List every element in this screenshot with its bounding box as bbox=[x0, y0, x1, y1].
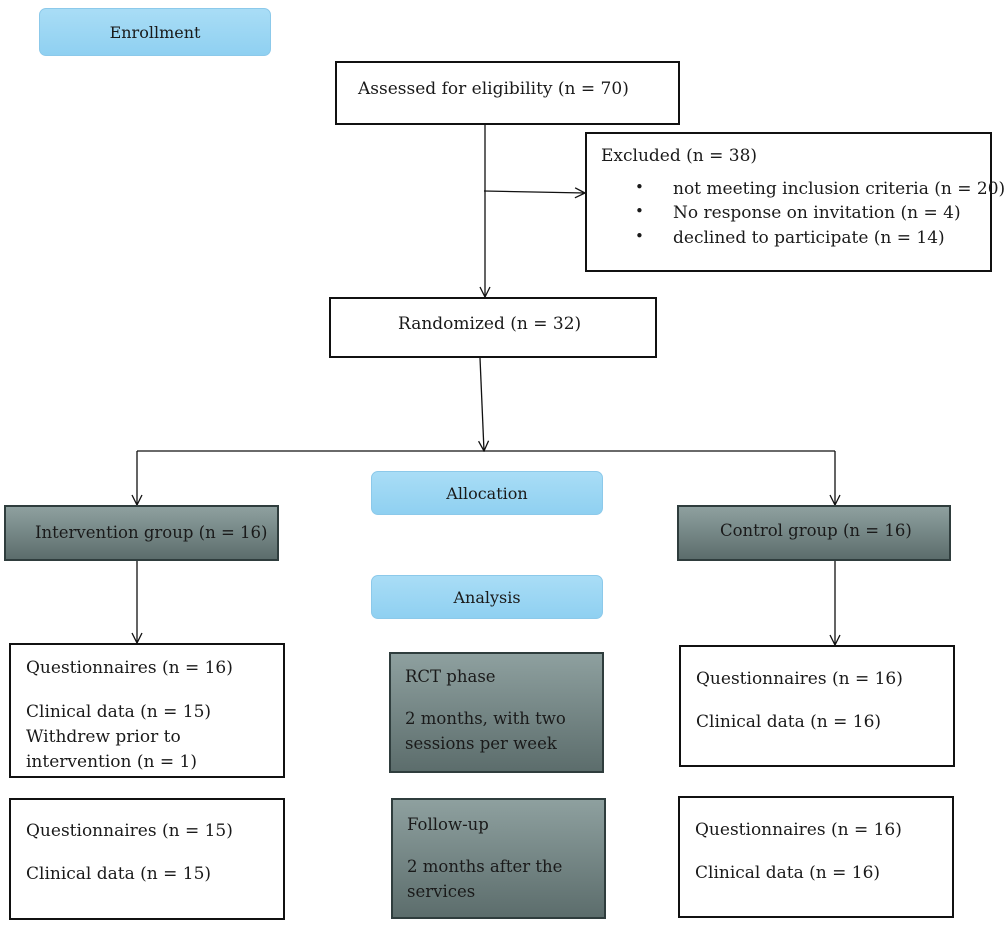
rct-phase-duration-line-1: 2 months, with two bbox=[405, 708, 566, 728]
intervention-followup-box: Questionnaires (n = 15) Clinical data (n… bbox=[9, 798, 285, 920]
control-rct-clinical: Clinical data (n = 16) bbox=[696, 712, 882, 732]
intervention-followup-questionnaires: Questionnaires (n = 15) bbox=[26, 821, 233, 841]
exclusion-reason: declined to participate (n = 14) bbox=[587, 226, 990, 251]
intervention-rct-clinical: Clinical data (n = 15) bbox=[26, 702, 212, 722]
intervention-withdrew-line-2: intervention (n = 1) bbox=[26, 752, 197, 772]
control-group-title: Control group (n = 16) bbox=[720, 521, 912, 540]
followup-phase-duration-line-2: services bbox=[407, 882, 476, 902]
excluded-title: Excluded (n = 38) bbox=[601, 146, 758, 166]
intervention-group-title: Intervention group (n = 16) bbox=[35, 523, 268, 542]
randomized-box: Randomized (n = 32) bbox=[329, 297, 657, 358]
intervention-withdrew-line-1: Withdrew prior to bbox=[26, 727, 181, 747]
intervention-rct-questionnaires: Questionnaires (n = 16) bbox=[26, 658, 233, 678]
exclusion-reason: not meeting inclusion criteria (n = 20) bbox=[587, 177, 1005, 202]
phase-label-allocation: Allocation bbox=[371, 471, 603, 515]
exclusion-reasons-list: not meeting inclusion criteria (n = 20) … bbox=[587, 177, 1005, 251]
intervention-followup-clinical: Clinical data (n = 15) bbox=[26, 864, 212, 884]
intervention-group-box: Intervention group (n = 16) bbox=[4, 505, 279, 561]
control-followup-questionnaires: Questionnaires (n = 16) bbox=[695, 820, 902, 840]
control-rct-box: Questionnaires (n = 16) Clinical data (n… bbox=[679, 645, 955, 767]
arrow-to-excluded bbox=[483, 191, 585, 193]
arrow-randomized-to-split bbox=[480, 357, 484, 451]
followup-phase-box: Follow-up 2 months after the services bbox=[391, 798, 606, 919]
rct-phase-duration-line-2: sessions per week bbox=[405, 734, 557, 754]
control-followup-box: Questionnaires (n = 16) Clinical data (n… bbox=[678, 796, 954, 918]
rct-phase-title: RCT phase bbox=[405, 667, 496, 686]
rct-phase-box: RCT phase 2 months, with two sessions pe… bbox=[389, 652, 604, 773]
followup-phase-duration-line-1: 2 months after the bbox=[407, 856, 563, 876]
control-followup-clinical: Clinical data (n = 16) bbox=[695, 863, 881, 883]
followup-phase-title: Follow-up bbox=[407, 815, 489, 834]
phase-label-enrollment: Enrollment bbox=[39, 8, 271, 56]
phase-label-analysis: Analysis bbox=[371, 575, 603, 619]
assessed-box: Assessed for eligibility (n = 70) bbox=[335, 61, 680, 125]
exclusion-reason: No response on invitation (n = 4) bbox=[587, 201, 990, 226]
control-group-box: Control group (n = 16) bbox=[677, 505, 951, 561]
control-rct-questionnaires: Questionnaires (n = 16) bbox=[696, 669, 903, 689]
intervention-rct-box: Questionnaires (n = 16) Clinical data (n… bbox=[9, 643, 285, 778]
excluded-box: Excluded (n = 38) not meeting inclusion … bbox=[585, 132, 1005, 272]
assessed-text: Assessed for eligibility (n = 70) bbox=[358, 79, 629, 99]
randomized-text: Randomized (n = 32) bbox=[398, 314, 582, 334]
